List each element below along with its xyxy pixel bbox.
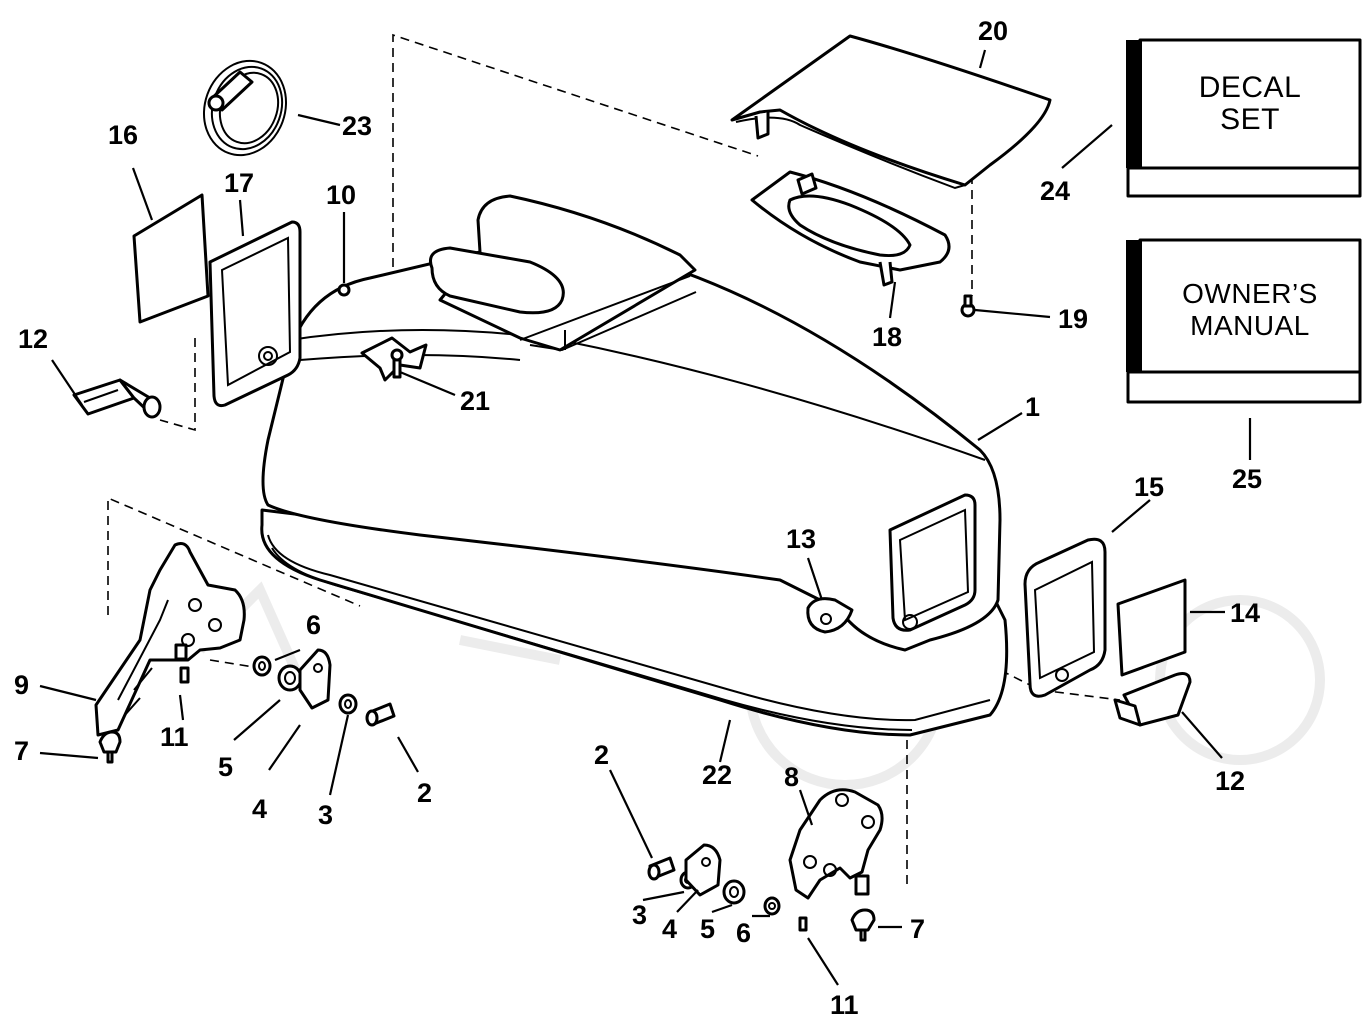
frame-17: [208, 220, 302, 408]
callout-5-right: 5: [700, 914, 715, 944]
callout-7-left: 7: [14, 736, 29, 766]
decal-set-line2: SET: [1220, 103, 1280, 136]
callout-4-right: 4: [662, 914, 677, 944]
callout-22: 22: [702, 760, 732, 790]
callout-19: 19: [1058, 304, 1088, 334]
callout-12-right: 12: [1215, 766, 1245, 796]
cable-coil-23: [202, 59, 288, 157]
callout-23: 23: [342, 111, 372, 141]
callout-6-right: 6: [736, 918, 751, 948]
callout-20: 20: [978, 16, 1008, 46]
callout-16: 16: [108, 120, 138, 150]
hinge-parts-right: [647, 843, 876, 942]
decal-set-line1: DECAL: [1198, 71, 1302, 104]
frame-15: [1023, 537, 1107, 698]
callout-5-left: 5: [218, 752, 233, 782]
callout-21: 21: [460, 386, 490, 416]
callout-11-left: 11: [160, 722, 189, 752]
hinge-bracket-9: [94, 542, 246, 737]
owners-manual-line1: OWNER’S: [1182, 278, 1318, 309]
owners-manual-box: [1126, 238, 1362, 404]
hinge-bracket-8: [788, 788, 884, 900]
callout-1: 1: [1025, 392, 1040, 422]
decal-set-label: DECAL SET: [1150, 72, 1350, 136]
callout-10: 10: [326, 180, 356, 210]
callout-18: 18: [872, 322, 902, 352]
top-cover-20: [730, 34, 1052, 190]
engine-cover-cowl: [260, 194, 1009, 737]
callout-15: 15: [1134, 472, 1164, 502]
screw-19: [960, 294, 976, 318]
cover-bracket-18: [750, 170, 951, 287]
latch-12-right: [1113, 672, 1192, 727]
callout-25: 25: [1232, 464, 1262, 494]
callout-4-left: 4: [252, 794, 267, 824]
callout-14: 14: [1230, 598, 1260, 628]
callout-17: 17: [224, 168, 254, 198]
leader-lines: [39, 49, 1252, 986]
callout-24: 24: [1040, 176, 1070, 206]
decal-set-box: [1126, 38, 1362, 198]
screw-21: [390, 348, 404, 379]
owners-manual-line2: MANUAL: [1190, 310, 1310, 341]
screw-10: [337, 283, 351, 297]
latch-12-left: [72, 378, 162, 419]
callout-7-right: 7: [910, 914, 925, 944]
callout-9: 9: [14, 670, 29, 700]
callout-13: 13: [786, 524, 816, 554]
owners-manual-label: OWNER’S MANUAL: [1150, 278, 1350, 342]
gasket-14: [1116, 578, 1187, 677]
callout-11-right: 11: [830, 990, 859, 1020]
callout-3-right: 3: [632, 900, 647, 930]
callout-8: 8: [784, 762, 799, 792]
callout-2-right: 2: [594, 740, 609, 770]
callout-numbers: 1 2 2 3 3 4 4 5 5 6 6 7 7 8 9 10 11 11 1…: [14, 16, 1262, 1020]
hinge-parts-left: [98, 648, 396, 764]
callout-3-left: 3: [318, 800, 333, 830]
callout-12-left: 12: [18, 324, 48, 354]
gasket-16: [132, 193, 210, 324]
callout-6-left: 6: [306, 610, 321, 640]
callout-2-left: 2: [417, 778, 432, 808]
